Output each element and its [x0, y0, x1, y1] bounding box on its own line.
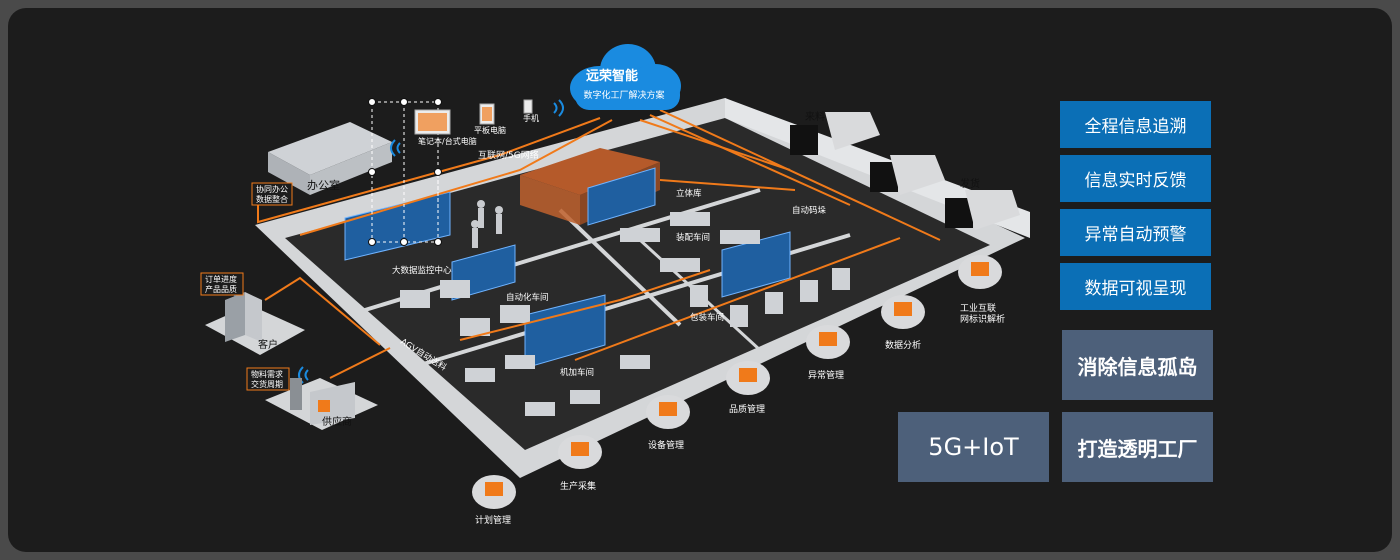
device-tablet-icon	[479, 103, 495, 125]
supplier-note-line1: 物料需求	[251, 369, 283, 379]
zone-automation-label: 自动化车间	[506, 292, 549, 303]
customer-note-line1: 订单进度	[205, 274, 237, 284]
device-label: 平板电脑	[474, 125, 506, 135]
office-label: 办公室	[307, 178, 340, 192]
zone-packaging-label: 包装车间	[690, 312, 724, 323]
connector-dots	[368, 98, 442, 246]
module-label: 异常管理	[808, 369, 844, 381]
module-badge-exception	[806, 325, 850, 359]
note-box-collab	[251, 182, 293, 206]
supplier-label: 供应商	[322, 415, 352, 428]
zone-assembly-label: 装配车间	[676, 232, 710, 243]
feature-panel-traceability: 全程信息追溯	[1060, 101, 1211, 148]
customer-label: 客户	[258, 338, 278, 351]
collab-note-line2: 数据整合	[256, 194, 288, 204]
zone-bigdata-label: 大数据监控中心	[392, 265, 452, 276]
people-figures	[471, 200, 503, 248]
module-label-identity-line2: 网标识解析	[960, 313, 1005, 325]
cloud-title: 远荣智能	[586, 68, 638, 84]
shipping-label: 发货	[960, 177, 980, 190]
module-label: 生产采集	[560, 480, 596, 492]
module-label: 数据分析	[885, 339, 921, 351]
module-label: 品质管理	[729, 403, 765, 415]
module-badge-analysis	[881, 295, 925, 329]
canvas-frame: 远荣智能 数字化工厂解决方案	[8, 8, 1392, 552]
office-block	[268, 122, 392, 195]
module-badges	[472, 255, 1002, 509]
incoming-label: 来料	[805, 110, 825, 123]
module-badge-plan	[472, 475, 516, 509]
lane-line	[558, 208, 682, 327]
device-label: 手机	[523, 113, 539, 123]
feature-panel-warning: 异常自动预警	[1060, 209, 1211, 256]
note-box-customer	[200, 272, 244, 296]
highlight-panel-transparent: 打造透明工厂	[1062, 412, 1213, 482]
cloud-icon	[570, 44, 681, 110]
module-label: 计划管理	[475, 514, 511, 526]
zone-warehouse-label: 立体库	[676, 188, 702, 199]
factory-diagram: 远荣智能 数字化工厂解决方案	[200, 44, 1030, 526]
highlight-panel-tech: 5G+IoT	[898, 412, 1049, 482]
device-phone-icon	[523, 99, 533, 114]
supplier-building	[265, 378, 378, 430]
module-label-identity-line1: 工业互联	[960, 303, 996, 314]
module-badge-quality	[726, 361, 770, 395]
supplier-note-line2: 交货周期	[251, 379, 283, 389]
loading-docks	[790, 112, 1020, 230]
customer-building	[205, 292, 305, 355]
feature-panel-feedback: 信息实时反馈	[1060, 155, 1211, 202]
zone-autofeed-label: 自动码垛	[792, 205, 827, 216]
module-label: 设备管理	[648, 439, 684, 451]
device-label: 笔记本/台式电脑	[418, 136, 477, 146]
network-label: 互联网/5G网络	[478, 149, 539, 161]
collab-note-line1: 协同办公	[256, 184, 288, 194]
module-badge-equipment	[646, 395, 690, 429]
feature-panel-visual: 数据可视呈现	[1060, 263, 1211, 310]
device-laptop-icon	[414, 109, 451, 135]
cloud-subtitle: 数字化工厂解决方案	[583, 89, 664, 101]
module-badge-collect	[558, 435, 602, 469]
zone-machining-label: 机加车间	[560, 367, 594, 378]
network-links	[257, 109, 941, 379]
note-box-supplier	[246, 367, 290, 391]
machines	[400, 212, 850, 416]
lane-line	[364, 188, 761, 312]
highlight-panel-island: 消除信息孤岛	[1062, 330, 1213, 400]
customer-note-line2: 产品品质	[205, 284, 237, 294]
module-badge-identity	[958, 255, 1002, 289]
